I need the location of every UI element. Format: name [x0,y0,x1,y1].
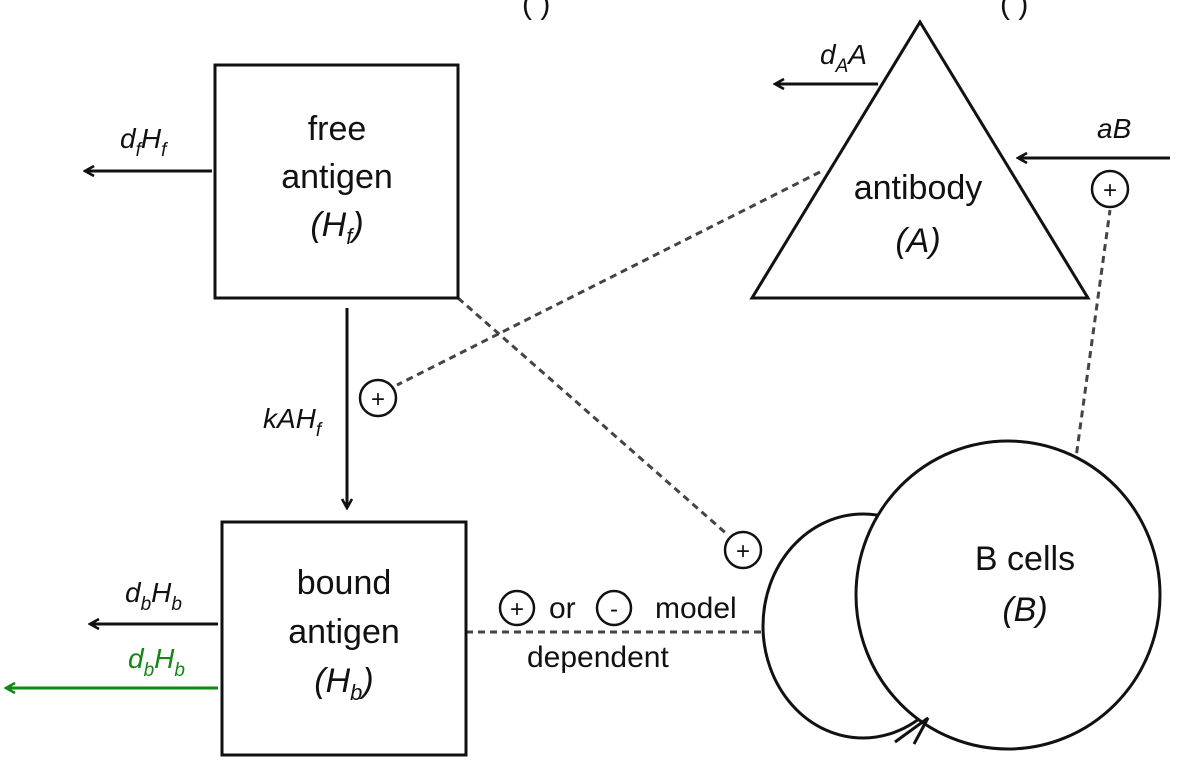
b-cells-node: B cells (B) [761,439,1162,751]
header-fragment-left: ( ) [522,0,550,21]
free-antigen-symbol: (Hf) [310,206,363,249]
antibody-node: antibody (A) [749,19,1091,300]
note-dependent-text: dependent [527,641,669,674]
model-dependent-note: + or - model dependent [498,589,737,674]
free-antigen-box [213,63,460,300]
note-plus-glyph: + [510,596,524,623]
binding-plus-sign: + [358,378,398,418]
free-antigen-to-bcell-dashed-line [457,296,729,537]
antibody-label: antibody [854,169,983,207]
bcell-to-production-dashed-line [1073,209,1112,466]
antibody-to-binding-dashed-line [396,170,821,387]
bound-antigen-line2: antigen [288,613,400,651]
note-minus-glyph: - [610,596,618,623]
b-cells-symbol: (B) [1002,591,1047,629]
bound-antigen-node: bound antigen (Hb) [220,520,468,757]
bound-antigen-green-decay-label: dbHb [128,643,185,681]
bcell-activation-plus-glyph: + [736,538,750,565]
binding-plus-glyph: + [371,386,385,413]
b-cells-label: B cells [975,540,1075,578]
bound-antigen-line1: bound [297,564,392,602]
free-antigen-line1: free [308,110,367,148]
antibody-symbol: (A) [895,222,940,260]
antibody-decay-label: dAA [820,39,867,77]
header-fragment: ( ) ( ) [522,0,1028,21]
bound-antigen-symbol: (Hb) [314,662,373,705]
bound-antigen-decay-label: dbHb [125,577,182,615]
production-plus-glyph: + [1103,177,1117,204]
note-or-text: or [549,592,576,625]
bcell-activation-plus-sign: + [723,530,763,570]
bound-antigen-box [220,520,468,757]
free-antigen-line2: antigen [281,158,393,196]
antibody-production-label: aB [1097,113,1131,144]
free-antigen-decay-label: dfHf [120,123,168,161]
antibody-triangle [749,19,1091,300]
production-plus-sign: + [1090,169,1130,209]
b-cell-front-circle [854,439,1162,751]
header-fragment-right: ( ) [1000,0,1028,21]
binding-rate-label: kAHf [263,403,323,441]
free-antigen-node: free antigen (Hf) [213,63,460,300]
note-model-text: model [655,592,737,625]
b-cell-proliferation-arrowhead [894,716,930,745]
